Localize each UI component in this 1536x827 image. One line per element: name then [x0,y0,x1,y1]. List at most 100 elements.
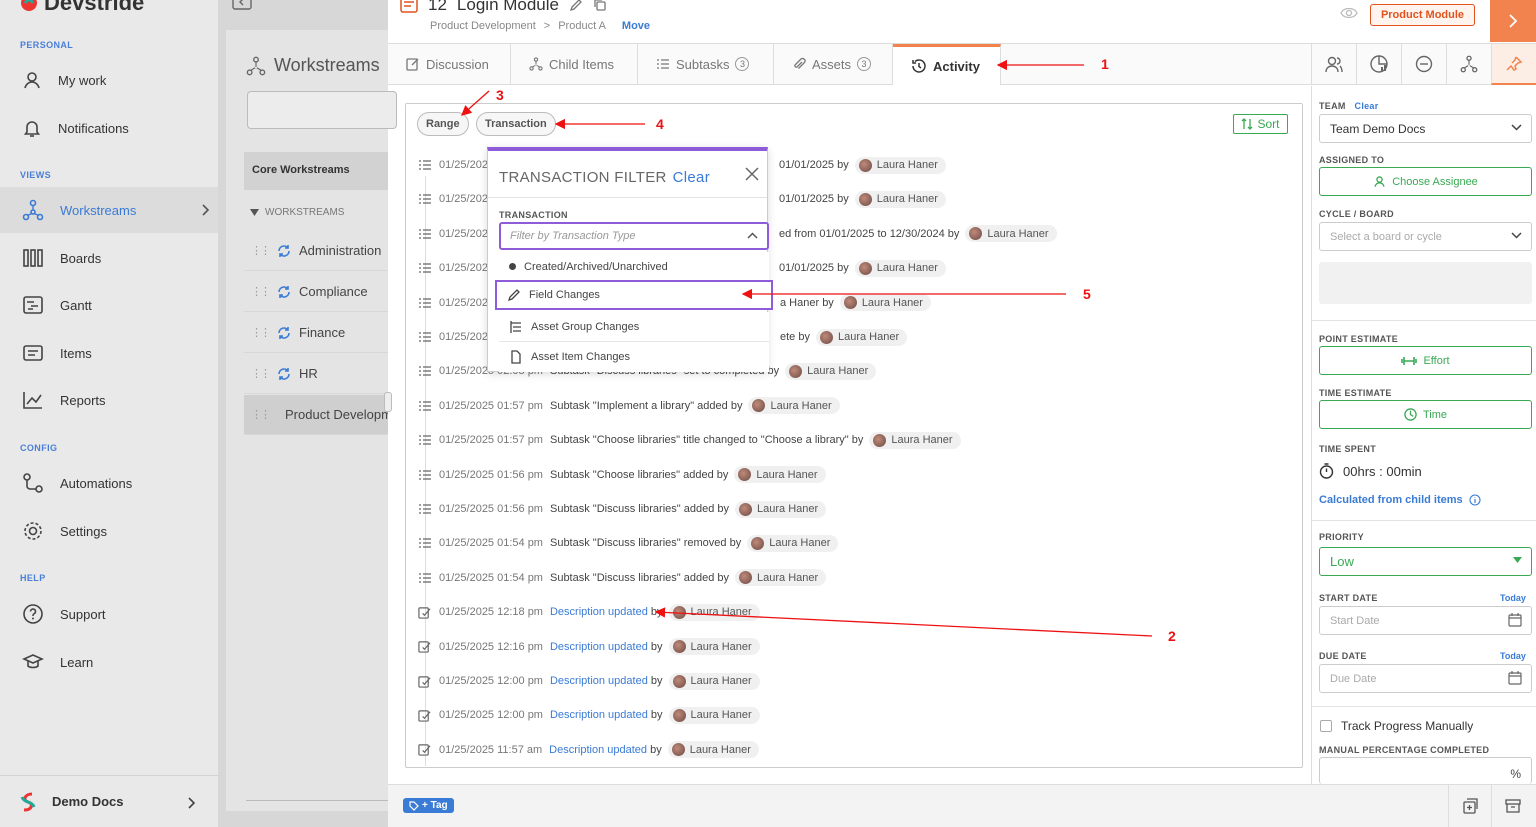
user-chip[interactable]: Laura Haner [748,397,840,415]
nav-notifications[interactable]: Notifications [0,105,218,151]
user-chip[interactable]: Laura Haner [747,534,839,552]
breadcrumb-item[interactable]: Product A [558,20,606,32]
option-field-changes[interactable]: Field Changes [495,280,773,310]
drag-handle-icon[interactable]: ⋮⋮ [251,368,271,380]
option-asset-item-changes[interactable]: Asset Item Changes [499,342,769,372]
team-select[interactable]: Team Demo Docs [1319,114,1532,143]
drag-handle-icon[interactable]: ⋮⋮ [251,286,271,298]
nav-workstreams[interactable]: Workstreams [0,187,218,233]
info-icon [1469,494,1481,506]
members-tab[interactable] [1311,44,1356,85]
start-date-input[interactable]: Start Date [1319,606,1532,635]
user-chip[interactable]: Laura Haner [854,156,946,174]
option-asset-group-changes[interactable]: Asset Group Changes [499,312,769,342]
cycle-placeholder: Select a board or cycle [1330,230,1442,243]
priority-select[interactable]: Low [1319,547,1532,576]
nav-gantt[interactable]: Gantt [0,282,218,328]
user-chip[interactable]: Laura Haner [668,638,760,656]
user-chip[interactable]: Laura Haner [735,569,827,587]
workstreams-subheader[interactable]: WORKSTREAMS [250,207,344,218]
item-title[interactable]: Login Module [456,0,559,14]
user-chip[interactable]: Laura Haner [965,225,1057,243]
choose-assignee-button[interactable]: Choose Assignee [1319,167,1532,196]
description-updated-link[interactable]: Description updated [549,606,648,619]
panel-resize-handle[interactable] [384,392,392,412]
due-date-today-link[interactable]: Today [1500,651,1526,661]
item-type-badge[interactable]: Product Module [1370,4,1475,26]
popup-clear-link[interactable]: Clear [672,169,710,186]
pencil-icon[interactable] [569,0,583,12]
tab-discussion[interactable]: Discussion [388,44,511,85]
workstream-item-finance[interactable]: ⋮⋮Finance [244,313,388,353]
effort-button[interactable]: Effort [1319,346,1532,375]
sync-icon [278,244,290,257]
add-item-button[interactable] [1448,784,1491,827]
eye-icon[interactable] [1340,7,1358,19]
drag-handle-icon[interactable]: ⋮⋮ [251,409,271,421]
transaction-filter-chip[interactable]: Transaction [476,112,556,136]
transaction-type-select[interactable]: Filter by Transaction Type [499,222,769,250]
user-chip[interactable]: Laura Haner [667,741,759,759]
due-date-input[interactable]: Due Date [1319,664,1532,693]
tab-child-items[interactable]: Child Items [511,44,638,85]
breadcrumb-item[interactable]: Product Development [430,20,536,32]
tab-subtasks[interactable]: Subtasks 3 [638,44,774,85]
workstream-item-administration[interactable]: ⋮⋮Administration [244,231,388,271]
calculated-from-child-items[interactable]: Calculated from child items [1319,494,1481,506]
expand-panel-button[interactable] [1490,0,1536,42]
collapse-panel-icon[interactable] [232,0,252,12]
user-chip[interactable]: Laura Haner [668,603,760,621]
nav-settings[interactable]: Settings [0,508,218,554]
workspace-switcher[interactable]: Demo Docs [0,775,218,827]
user-chip[interactable]: Laura Haner [668,706,760,724]
workstream-item-hr[interactable]: ⋮⋮HR [244,354,388,394]
description-updated-link[interactable]: Description updated [549,675,648,687]
manual-percentage-input[interactable]: % [1319,757,1532,784]
nav-learn[interactable]: Learn [0,639,218,685]
brand-logo[interactable]: Devstride [20,0,144,16]
hierarchy-tab[interactable] [1446,44,1491,85]
workstreams-group-header[interactable]: Core Workstreams [244,152,388,190]
user-chip[interactable]: Laura Haner [735,500,827,518]
drag-handle-icon[interactable]: ⋮⋮ [251,327,271,339]
close-icon[interactable] [745,167,759,181]
user-chip[interactable]: Laura Haner [839,294,931,312]
block-tab[interactable] [1401,44,1446,85]
nav-boards[interactable]: Boards [0,235,218,281]
team-clear-link[interactable]: Clear [1354,101,1379,111]
description-updated-link[interactable]: Description updated [549,709,648,722]
nav-reports[interactable]: Reports [0,377,218,423]
cycle-board-select[interactable]: Select a board or cycle [1319,222,1532,251]
nav-my-work[interactable]: My work [0,57,218,103]
description-updated-link[interactable]: Description updated [549,640,648,653]
description-updated-link[interactable]: Description updated [549,743,648,756]
sort-button[interactable]: Sort [1233,114,1288,134]
workstream-item-product-development[interactable]: ⋮⋮Product Development [244,395,388,435]
drag-handle-icon[interactable]: ⋮⋮ [251,245,271,257]
archive-button[interactable] [1491,784,1534,827]
range-filter-chip[interactable]: Range [417,112,469,136]
nav-automations[interactable]: Automations [0,460,218,506]
user-chip[interactable]: Laura Haner [869,431,961,449]
track-progress-checkbox[interactable] [1320,720,1332,732]
start-date-today-link[interactable]: Today [1500,593,1526,603]
user-chip[interactable]: Laura Haner [854,259,946,277]
progress-tab[interactable] [1356,44,1401,85]
option-created-archived[interactable]: Created/Archived/Unarchived [499,252,769,282]
user-chip[interactable]: Laura Haner [734,466,826,484]
user-chip[interactable]: Laura Haner [785,362,877,380]
copy-icon[interactable] [593,0,607,12]
tab-assets[interactable]: Assets 3 [774,44,893,85]
user-chip[interactable]: Laura Haner [854,190,946,208]
user-chip[interactable]: Laura Haner [815,328,908,346]
move-button[interactable]: Move [621,20,651,32]
workstream-item-compliance[interactable]: ⋮⋮Compliance [244,272,388,312]
nav-items[interactable]: Items [0,330,218,376]
user-chip[interactable]: Laura Haner [668,672,760,690]
pin-tab[interactable] [1491,44,1536,85]
nav-support[interactable]: Support [0,591,218,637]
tab-activity[interactable]: Activity [893,44,1001,85]
add-tag-button[interactable]: + Tag [403,798,454,813]
time-button[interactable]: Time [1319,400,1532,429]
workstreams-search-input[interactable] [247,91,397,129]
